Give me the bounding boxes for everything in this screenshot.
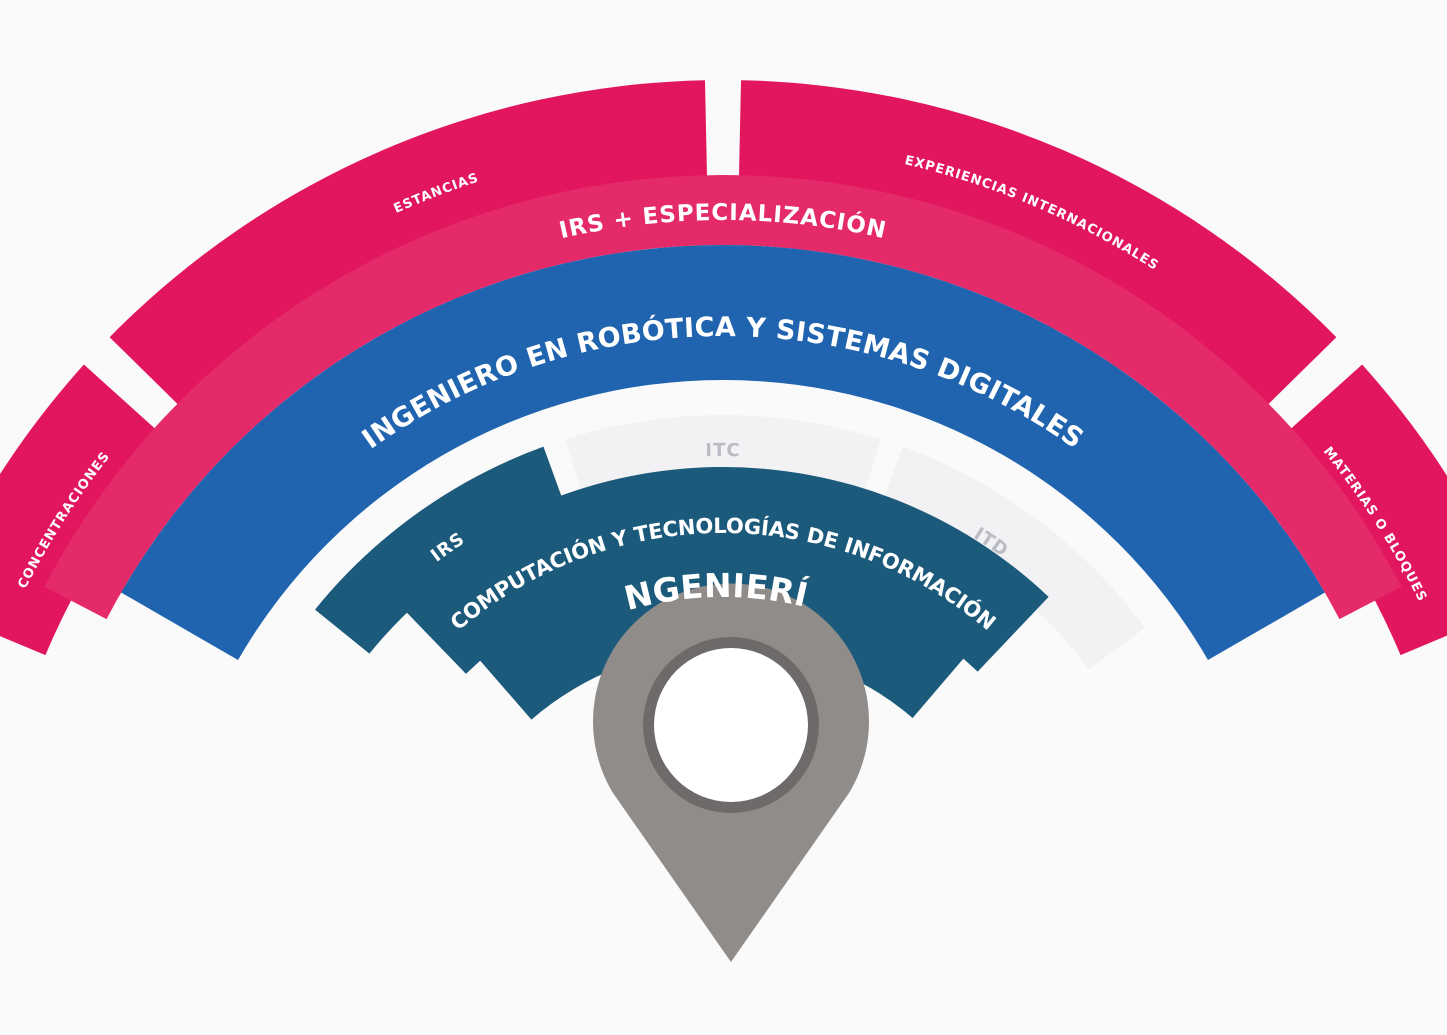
materias-segment (1269, 364, 1447, 656)
irs-segment (314, 446, 568, 654)
itd-segment (878, 446, 1146, 670)
degree-band (121, 245, 1325, 661)
area-band (394, 467, 1049, 674)
specialization-band (44, 175, 1402, 620)
itc-label: ITC (705, 439, 741, 460)
map-pin-icon (593, 583, 869, 962)
concentraciones-segment (0, 364, 177, 656)
